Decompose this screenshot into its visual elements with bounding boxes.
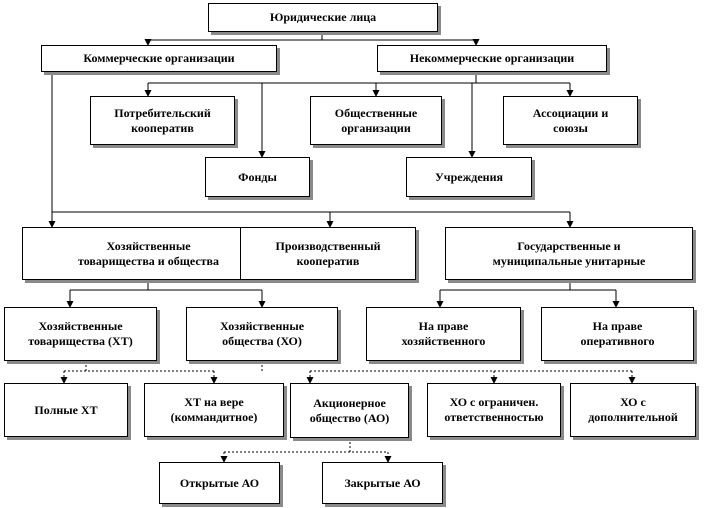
node-limited-partnerships: ХТ на вере (коммандитное) — [144, 383, 284, 437]
node-production-cooperative: Производственный кооператив — [240, 227, 416, 280]
node-closed-jsc: Закрытые АО — [322, 462, 443, 504]
connector-root-bus — [148, 32, 476, 41]
node-commercial-organizations: Коммерческие организации — [41, 45, 277, 72]
node-additional-liability-company: ХО с дополнительной — [570, 383, 696, 437]
node-business-partnerships-ht: Хозяйственные товарищества (ХТ) — [4, 307, 157, 361]
connector-joint-stock-bus — [224, 438, 388, 453]
connector-business-bus — [70, 280, 262, 291]
node-state-municipal-unitary: Государственные и муниципальные унитарны… — [445, 227, 693, 280]
node-legal-entities: Юридические лица — [208, 3, 438, 32]
node-operational-management-right: На праве оперативного — [541, 307, 694, 361]
node-joint-stock-company: Акционерное общество (АО) — [290, 383, 409, 438]
connector-partnerships-bus — [64, 361, 214, 372]
node-institutions: Учреждения — [406, 157, 532, 197]
node-full-partnerships: Полные ХТ — [4, 383, 128, 437]
connector-unitary-bus — [440, 280, 616, 291]
node-associations-unions: Ассоциации и союзы — [503, 96, 638, 145]
node-limited-liability-company: ХО с ограничен. ответственностью — [427, 383, 561, 437]
connector-noncommercial-bus — [148, 72, 570, 84]
node-consumer-cooperative: Потребительский кооператив — [90, 96, 235, 145]
node-noncommercial-organizations: Некоммерческие организации — [377, 45, 607, 72]
node-economic-management-right: На праве хозяйственного — [366, 307, 521, 361]
node-funds: Фонды — [205, 157, 310, 197]
connector-companies-bus — [261, 361, 632, 372]
connector-commercial-trunk — [51, 72, 570, 213]
node-public-organizations: Общественные организации — [310, 96, 442, 145]
node-open-jsc: Открытые АО — [159, 462, 280, 504]
node-business-companies-ho: Хозяйственные общества (ХО) — [186, 307, 338, 361]
node-business-partnerships-companies: Хозяйственные товарищества и общества — [22, 227, 275, 280]
